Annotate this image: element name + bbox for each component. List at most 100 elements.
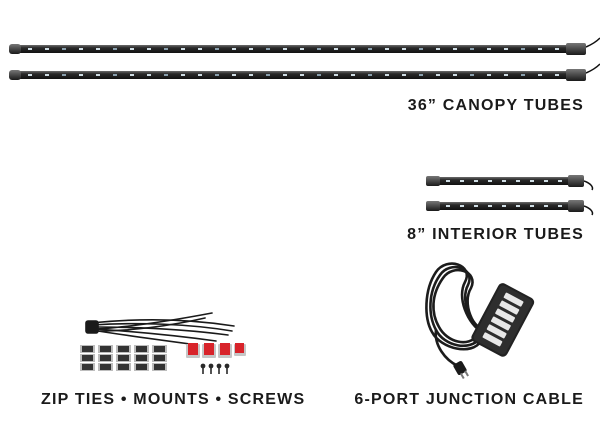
led-dot	[249, 74, 253, 76]
red-mounts	[186, 343, 246, 358]
led-dot	[474, 180, 478, 182]
canopy-leds-top	[28, 48, 559, 50]
led-dot	[28, 48, 32, 50]
led-dot	[521, 48, 525, 50]
led-dot	[300, 48, 304, 50]
led-dot	[544, 180, 548, 182]
led-dot	[334, 74, 338, 76]
junction-port	[491, 316, 511, 331]
led-dot	[538, 48, 542, 50]
junction-box	[471, 283, 535, 357]
mount-black	[118, 355, 129, 361]
led-dot	[79, 48, 83, 50]
junction-port	[495, 308, 515, 323]
led-dot	[460, 205, 464, 207]
led-dot	[266, 48, 270, 50]
led-dot	[62, 74, 66, 76]
led-dot	[436, 74, 440, 76]
led-dot	[317, 48, 321, 50]
mount-black	[154, 364, 165, 370]
led-dot	[446, 180, 450, 182]
canopy-tube-bottom	[9, 63, 600, 81]
led-dot	[402, 48, 406, 50]
led-dot	[385, 74, 389, 76]
led-dot	[198, 48, 202, 50]
led-dot	[419, 48, 423, 50]
led-dot	[28, 74, 32, 76]
led-dot	[402, 74, 406, 76]
caption-hardware-kit: ZIP TIES • MOUNTS • SCREWS	[41, 391, 306, 408]
led-dot	[385, 48, 389, 50]
canopy-tube-top	[9, 37, 600, 55]
mount-black	[136, 355, 147, 361]
led-dot	[215, 74, 219, 76]
mount-black	[118, 346, 129, 352]
mount-black	[118, 364, 129, 370]
led-dot	[351, 48, 355, 50]
caption-interior-tubes: 8” INTERIOR TUBES	[407, 226, 584, 243]
led-dot	[96, 74, 100, 76]
mount-black	[154, 346, 165, 352]
led-dot	[130, 48, 134, 50]
led-dot	[470, 48, 474, 50]
interior-tube-bottom	[426, 200, 594, 216]
mount-black	[154, 355, 165, 361]
caption-junction-cable: 6-PORT JUNCTION CABLE	[354, 391, 584, 408]
mount-black	[100, 355, 111, 361]
led-dot	[249, 48, 253, 50]
led-dot	[555, 48, 559, 50]
led-dot	[317, 74, 321, 76]
led-dot	[232, 74, 236, 76]
mount-black	[82, 364, 93, 370]
led-dot	[516, 180, 520, 182]
led-dot	[45, 74, 49, 76]
interior-leds-top	[446, 180, 562, 182]
led-dot	[300, 74, 304, 76]
led-dot	[521, 74, 525, 76]
led-dot	[181, 74, 185, 76]
led-dot	[368, 48, 372, 50]
led-dot	[530, 205, 534, 207]
adhesive-mounts	[80, 345, 167, 371]
led-dot	[334, 48, 338, 50]
zip-ties	[85, 312, 235, 345]
led-dot	[113, 48, 117, 50]
led-dot	[266, 74, 270, 76]
junction-port	[499, 300, 520, 315]
led-dot	[147, 74, 151, 76]
mount-black	[82, 346, 93, 352]
led-dot	[164, 48, 168, 50]
led-dot	[419, 74, 423, 76]
led-dot	[530, 180, 534, 182]
led-dot	[164, 74, 168, 76]
led-dot	[215, 48, 219, 50]
led-dot	[181, 48, 185, 50]
canopy-leds-bottom	[28, 74, 559, 76]
led-dot	[198, 74, 202, 76]
led-dot	[351, 74, 355, 76]
mount-black	[100, 346, 111, 352]
led-dot	[474, 205, 478, 207]
mount-black	[136, 346, 147, 352]
junction-port	[482, 332, 503, 347]
led-dot	[544, 205, 548, 207]
mount-black	[82, 355, 93, 361]
led-dot	[538, 74, 542, 76]
caption-canopy-tubes: 36” CANOPY TUBES	[407, 97, 584, 114]
junction-port	[503, 292, 524, 307]
plug	[453, 361, 469, 380]
led-dot	[470, 74, 474, 76]
led-dot	[487, 74, 491, 76]
led-dot	[436, 48, 440, 50]
led-dot	[453, 48, 457, 50]
interior-leds-bottom	[446, 205, 562, 207]
interior-tube-top	[426, 175, 594, 191]
led-dot	[147, 48, 151, 50]
led-dot	[555, 74, 559, 76]
led-dot	[502, 180, 506, 182]
mount-black	[136, 364, 147, 370]
led-dot	[488, 180, 492, 182]
led-dot	[96, 48, 100, 50]
mount-black	[100, 364, 111, 370]
